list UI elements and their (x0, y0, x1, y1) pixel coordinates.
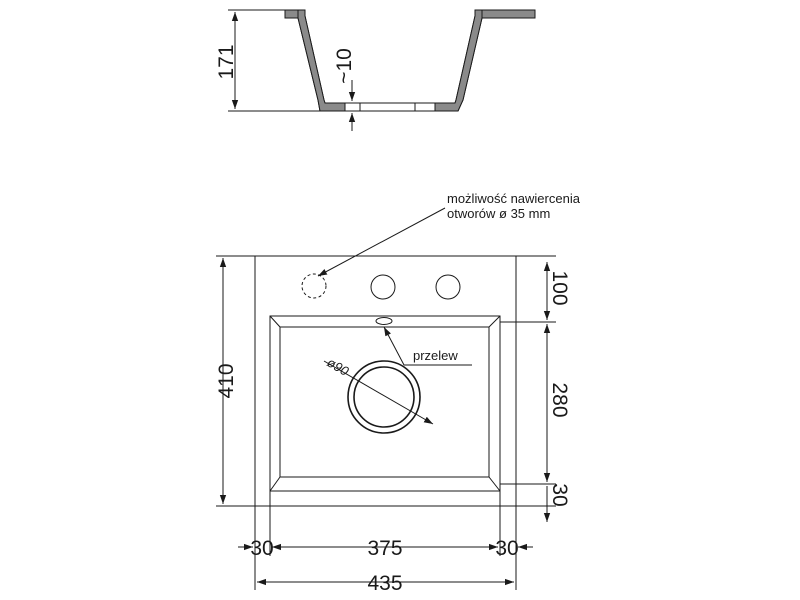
dim-435-label: 435 (367, 572, 402, 595)
dim-280-label: 280 (548, 382, 571, 417)
section-left-wall (297, 9, 346, 112)
section-right-wall (434, 9, 483, 112)
dim-375-label: 375 (367, 537, 402, 560)
section-inner-profile (298, 15, 482, 104)
drain-diameter-label: ø90 (325, 355, 353, 380)
sink-outline (254, 255, 517, 507)
dim-30-vert-label: 30 (548, 483, 571, 506)
dim-410-label: 410 (215, 363, 238, 398)
tap-hole-note-line2: otworów ø 35 mm (447, 206, 550, 221)
bevel-bl (269, 476, 281, 492)
bowl-outer-edge (269, 315, 501, 492)
dim-30-left-label: 30 (250, 537, 273, 560)
overflow-leader (383, 326, 472, 366)
section-left-rim (284, 9, 299, 19)
tap-hole-middle (370, 274, 396, 300)
bevel-br (488, 476, 501, 492)
bevel-tr (488, 315, 501, 328)
dim-wall-label: ~10 (333, 48, 356, 84)
tap-hole-note-line1: możliwość nawiercenia (447, 191, 581, 206)
section-view: 171 ~10 (215, 9, 536, 131)
bevel-tl (269, 315, 281, 328)
drain-outer-ring (347, 360, 421, 434)
overflow-opening (375, 317, 393, 325)
tap-hole-leader (317, 207, 446, 277)
drain-diameter-line (323, 360, 434, 425)
dim-30-right-label: 30 (495, 537, 518, 560)
tap-hole-right (435, 274, 461, 300)
section-right-rim (481, 9, 536, 19)
drain-inner-ring (353, 366, 415, 428)
dim-171-label: 171 (215, 44, 238, 79)
dim-100-label: 100 (548, 270, 571, 305)
overflow-label: przelew (413, 348, 458, 363)
optional-tap-hole (301, 273, 327, 299)
plan-view: ø90 przelew możliwość nawiercenia otworó… (215, 191, 581, 595)
